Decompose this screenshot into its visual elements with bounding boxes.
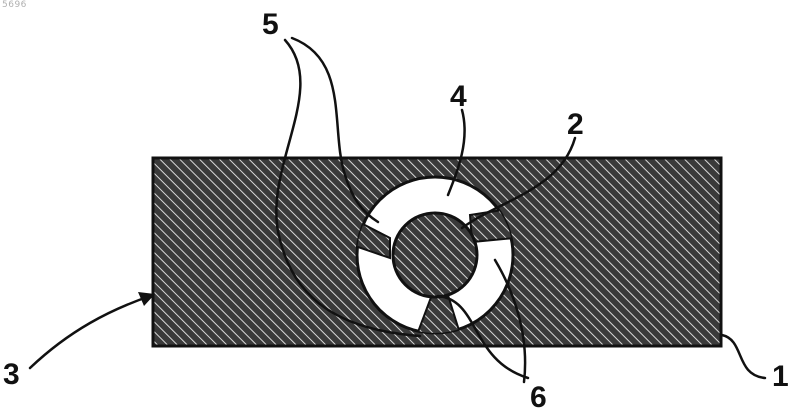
ref-label-4: 4 [450, 82, 467, 112]
ref-label-1: 1 [772, 362, 789, 392]
ref-label-3: 3 [3, 360, 20, 390]
ref-label-5: 5 [262, 10, 279, 40]
leader-1 [722, 335, 765, 378]
ref-label-2: 2 [567, 110, 584, 140]
leader-3 [30, 296, 150, 368]
ref-label-6: 6 [530, 383, 547, 413]
